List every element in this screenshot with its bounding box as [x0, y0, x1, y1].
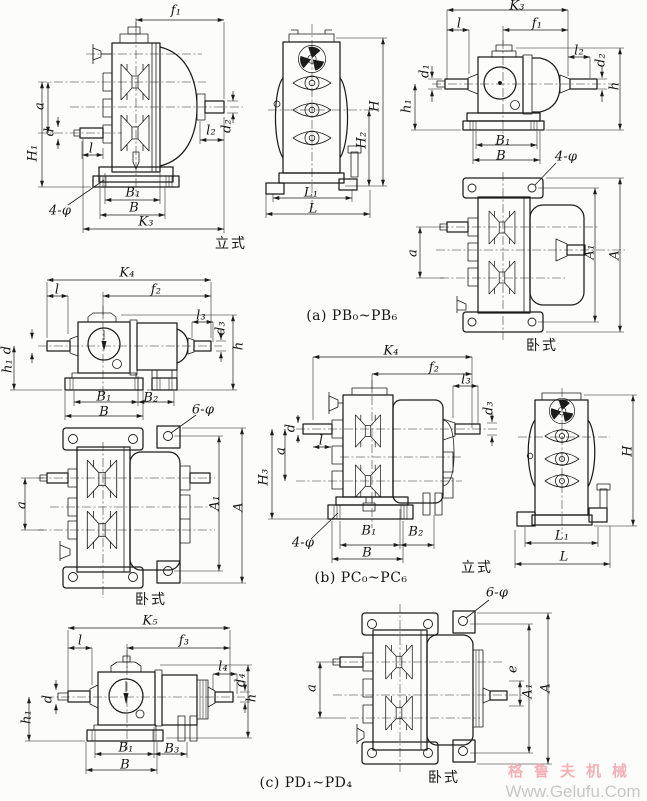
watermark-brand-text: 格鲁夫机械: [507, 762, 638, 780]
figure-pc-vertical-side: [268, 355, 497, 563]
figure-pd-side: [25, 626, 252, 774]
watermark: 格鲁夫机械 Www.Gelufu.Com: [499, 760, 647, 801]
figure-pc-horizontal-side: [10, 278, 237, 434]
figure-pd-top: [316, 599, 552, 772]
figure-pc-vertical-front: [514, 388, 637, 568]
figure-pb-vertical-front: [265, 24, 387, 218]
figure-pb-horizontal-side: [411, 8, 624, 164]
figure-pb-horizontal-top: [416, 162, 625, 340]
figure-pb-vertical-side: [38, 18, 243, 233]
watermark-url-text: Www.Gelufu.Com: [505, 782, 641, 801]
figure-pc-horizontal-top: [21, 425, 246, 598]
